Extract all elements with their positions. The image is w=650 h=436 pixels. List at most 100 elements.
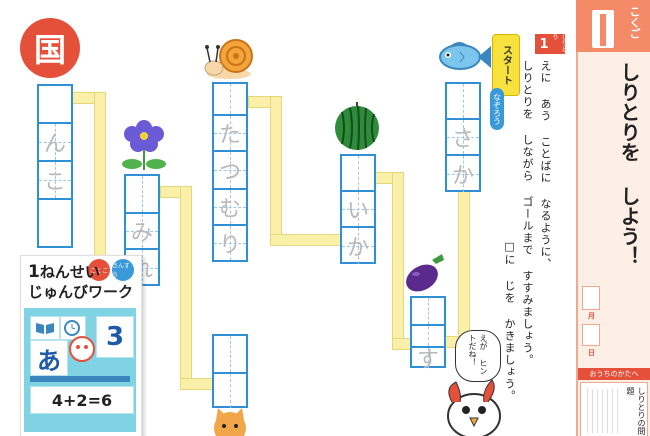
answer-column-6: す <box>410 296 446 373</box>
answer-cell[interactable] <box>412 324 444 346</box>
cell-char: た <box>218 123 241 148</box>
tag-sansu: さんすう <box>112 259 134 281</box>
cell-char <box>214 84 246 114</box>
cell-char: つ <box>218 160 241 185</box>
answer-cell[interactable] <box>126 176 158 212</box>
answer-cell[interactable]: さ <box>447 118 479 154</box>
eggplant-icon <box>406 254 444 292</box>
path-segment <box>94 92 106 258</box>
answer-cell[interactable]: み <box>126 212 158 248</box>
answer-cell[interactable]: ん <box>39 122 71 160</box>
cell-char: ん <box>43 132 66 157</box>
book-icon <box>36 323 54 334</box>
equation-sample: 4+2=6 <box>51 390 113 410</box>
cell-char: こ <box>43 170 66 195</box>
fish-icon <box>439 42 491 70</box>
cell-char: さ <box>451 127 474 152</box>
workbook-title-line2: じゅんびワーク <box>28 283 134 301</box>
instruction-line-1: えに あう ことばに なるように、 <box>539 60 552 270</box>
start-label: スタート <box>492 34 520 96</box>
answer-cell[interactable]: り <box>214 224 246 260</box>
cell-char <box>214 374 246 408</box>
cell-char <box>39 200 71 246</box>
equation-cell: 4+2=6 <box>30 386 134 414</box>
workbook-title: 1ねんせい じゅんびワーク <box>28 262 133 302</box>
cell-char <box>214 336 246 372</box>
cat-icon <box>214 408 246 436</box>
digit-sample: 3 <box>105 322 125 352</box>
cell-char: い <box>346 199 369 224</box>
month-field[interactable] <box>582 286 600 310</box>
cell-char: す <box>416 348 439 373</box>
cell-char: み <box>130 221 153 246</box>
parent-note-header: おうちのかたへ <box>578 368 650 380</box>
subject-label: こくご <box>628 6 641 39</box>
answer-cell[interactable] <box>412 298 444 324</box>
cell-char: り <box>218 233 241 258</box>
watermelon-icon <box>335 102 379 151</box>
answer-cell[interactable] <box>214 84 246 114</box>
right-panel <box>576 0 650 436</box>
answer-cell[interactable]: た <box>214 114 246 150</box>
path-segment <box>180 186 192 388</box>
answer-cell[interactable]: こ <box>39 160 71 198</box>
day-label: 日 <box>588 349 595 357</box>
cell-char: か <box>451 164 474 189</box>
answer-cell[interactable]: つ <box>214 150 246 188</box>
workbook-title-line1: ねんせい <box>39 263 100 281</box>
answer-cell[interactable]: か <box>342 226 374 264</box>
answer-column-3: た つ む り <box>212 82 248 262</box>
path-segment <box>270 96 282 246</box>
answer-column-4: い か <box>340 154 376 264</box>
answer-cell[interactable] <box>342 156 374 190</box>
answer-cell[interactable] <box>39 198 71 246</box>
mascot-sticker-icon <box>69 336 95 362</box>
bird-mascot-icon <box>447 379 501 436</box>
lesson-number-graphic <box>592 10 614 48</box>
answer-cell[interactable]: す <box>412 346 444 373</box>
cell-char <box>412 298 444 324</box>
answer-cell[interactable] <box>214 372 246 408</box>
cell-char <box>447 84 479 118</box>
clock-icon-cell <box>60 316 86 340</box>
month-label: 月 <box>588 312 595 320</box>
page-title: しりとりを しよう！ <box>617 62 641 266</box>
cell-char: む <box>218 197 241 222</box>
subject-badge: 国 <box>20 18 80 78</box>
instruction-line-3: □に じを かきましょう。 <box>503 240 516 402</box>
snail-icon <box>204 39 253 79</box>
answer-column-7 <box>212 334 248 408</box>
cell-char <box>126 176 158 212</box>
digit-cell: 3 <box>96 316 134 358</box>
tag-kokugo: こくご <box>88 259 110 281</box>
answer-cell[interactable] <box>214 336 246 372</box>
answer-cell[interactable] <box>447 84 479 118</box>
answer-column-5: さ か <box>445 82 481 192</box>
book-icon-cell <box>30 316 60 340</box>
path-segment <box>458 186 470 348</box>
kana-sample: あ <box>37 346 61 375</box>
trace-label: なぞろう <box>490 88 504 130</box>
cell-char: か <box>346 236 369 261</box>
answer-column-1: ん こ <box>37 84 73 248</box>
parent-note-title: しりとりの問題 <box>626 387 646 435</box>
answer-cell[interactable]: い <box>342 190 374 226</box>
clock-icon <box>64 320 80 336</box>
kana-cell: あ <box>30 340 68 376</box>
parent-note-card: しりとりの問題 <box>580 382 648 436</box>
grade-number: 1 <box>28 262 40 282</box>
day-field[interactable] <box>582 324 600 346</box>
answer-cell[interactable]: む <box>214 188 246 224</box>
violet-flower-icon <box>122 120 166 170</box>
question-category: しりとり <box>551 34 567 54</box>
cell-char <box>342 156 374 190</box>
answer-cell[interactable]: か <box>447 154 479 192</box>
pencil-icon <box>30 376 130 382</box>
cell-char <box>39 86 71 122</box>
question-number: 1 <box>535 34 553 54</box>
answer-cell[interactable] <box>39 86 71 122</box>
path-segment <box>270 234 344 246</box>
parent-note-text <box>587 389 621 433</box>
hint-speech-bubble: えが ヒントだね！ <box>455 330 501 382</box>
